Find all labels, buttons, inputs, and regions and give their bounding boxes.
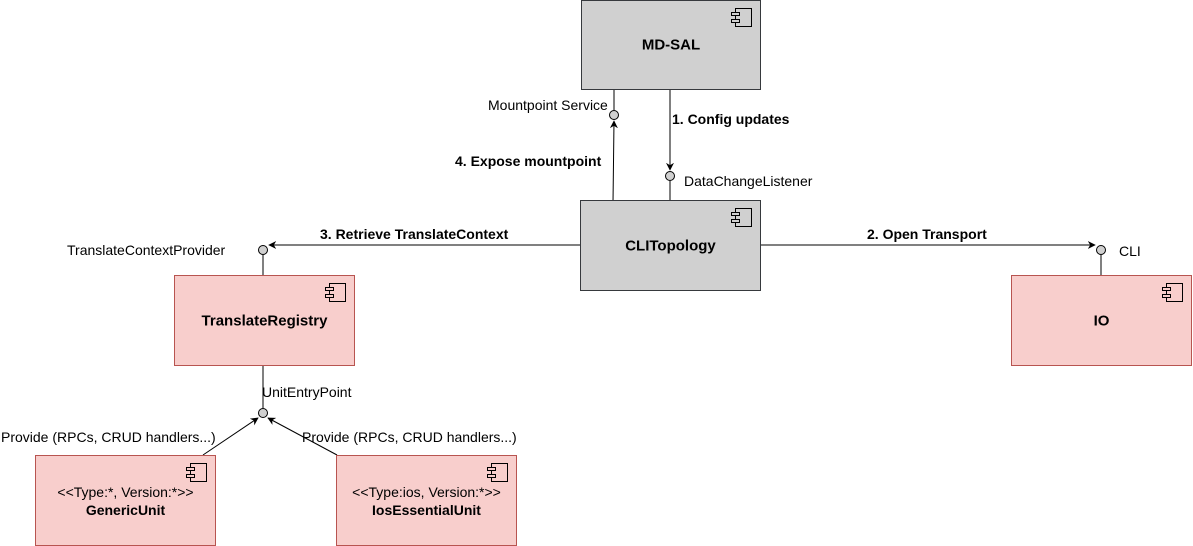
- provide-generic-label: Provide (RPCs, CRUD handlers...): [1, 429, 216, 445]
- mdsal-label: MD-SAL: [641, 36, 701, 54]
- ios-essential-unit-component[interactable]: <<Type:ios, Version:*>> IosEssentialUnit: [336, 455, 517, 546]
- io-component[interactable]: IO: [1011, 275, 1192, 366]
- cli-port: [1096, 245, 1106, 255]
- config-updates-label: 1. Config updates: [672, 111, 790, 127]
- cli-label: CLI: [1119, 243, 1141, 259]
- clitopology-component[interactable]: CLITopology: [580, 200, 761, 291]
- retrieve-translate-context-label: 3. Retrieve TranslateContext: [320, 226, 509, 242]
- mountpoint-service-port: [609, 110, 619, 120]
- component-icon: [731, 8, 752, 27]
- expose-mountpoint-label: 4. Expose mountpoint: [455, 153, 602, 169]
- unit-entry-point-port: [258, 408, 268, 418]
- open-transport-label: 2. Open Transport: [867, 226, 987, 242]
- edge-provide-ios: [267, 417, 338, 456]
- translate-context-provider-label: TranslateContextProvider: [67, 242, 226, 258]
- generic-unit-text: <<Type:*, Version:*>> GenericUnit: [36, 483, 215, 519]
- provide-ios-label: Provide (RPCs, CRUD handlers...): [302, 429, 517, 445]
- edge-provide-generic: [202, 417, 259, 456]
- component-icon: [731, 208, 752, 227]
- component-icon: [325, 283, 346, 302]
- data-change-listener-label: DataChangeListener: [684, 173, 813, 189]
- component-icon: [1162, 283, 1183, 302]
- ios-essential-unit-label: IosEssentialUnit: [372, 501, 481, 518]
- edge-expose-mountpoint: [609, 120, 618, 204]
- unit-entry-point-label: UnitEntryPoint: [262, 384, 352, 400]
- clitopology-label: CLITopology: [625, 237, 716, 254]
- translate-registry-label: TranslateRegistry: [201, 312, 328, 329]
- translate-registry-component[interactable]: TranslateRegistry: [174, 275, 355, 366]
- data-change-listener-port: [665, 171, 675, 181]
- component-icon: [487, 463, 508, 482]
- io-label: IO: [1093, 312, 1110, 329]
- generic-unit-component[interactable]: <<Type:*, Version:*>> GenericUnit: [35, 455, 216, 546]
- mountpoint-service-label: Mountpoint Service: [488, 97, 608, 113]
- ios-essential-unit-text: <<Type:ios, Version:*>> IosEssentialUnit: [337, 483, 516, 519]
- ios-essential-unit-stereotype: <<Type:ios, Version:*>>: [352, 483, 501, 500]
- translate-context-provider-port: [258, 245, 268, 255]
- mdsal-component[interactable]: MD-SAL: [581, 0, 761, 90]
- generic-unit-stereotype: <<Type:*, Version:*>>: [57, 483, 194, 500]
- component-icon: [186, 463, 207, 482]
- generic-unit-label: GenericUnit: [85, 501, 166, 518]
